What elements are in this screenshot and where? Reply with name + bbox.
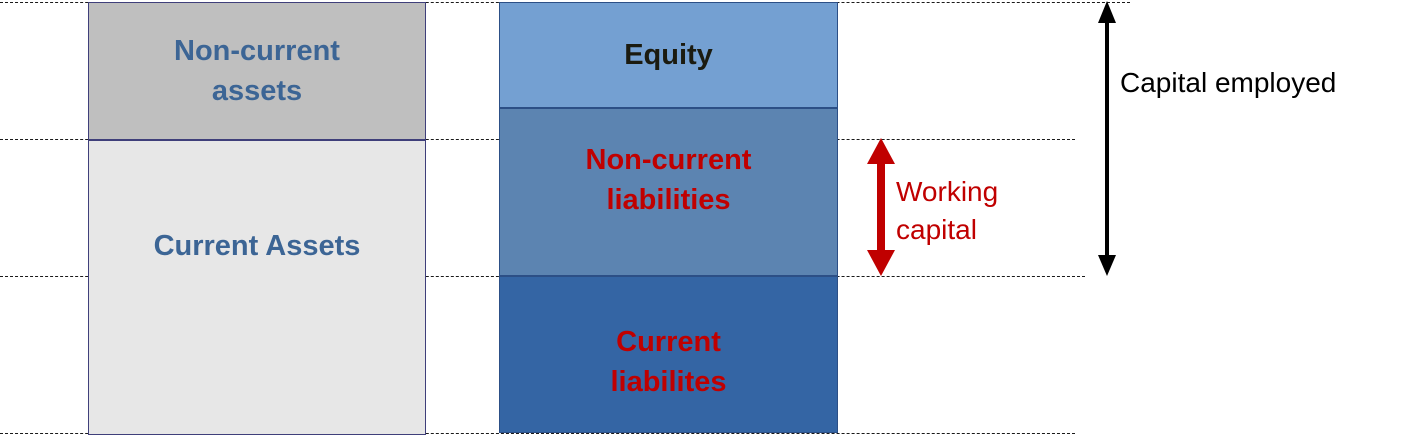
current-liabilities-block: Current liabilites: [499, 276, 838, 433]
working-capital-label: Working capital: [896, 176, 999, 245]
capital-employed-label: Capital employed: [1120, 67, 1337, 98]
non-current-liabilities-block: Non-current liabilities: [499, 108, 838, 276]
current-liabilities-label: Current liabilites: [610, 325, 727, 398]
capital-employed-arrow-icon: [1098, 1, 1116, 276]
non-current-liabilities-label: Non-current liabilities: [585, 144, 752, 216]
equity-block: Equity: [499, 2, 838, 108]
current-assets-block: Current Assets: [88, 140, 426, 435]
non-current-assets-block: Non-current assets: [88, 2, 426, 140]
current-assets-label: Current Assets: [153, 229, 361, 262]
guide-line-bottom: [0, 433, 1075, 434]
non-current-assets-label: Non-current assets: [174, 35, 340, 107]
equity-label: Equity: [624, 39, 713, 71]
working-capital-arrow-icon: [867, 138, 895, 276]
